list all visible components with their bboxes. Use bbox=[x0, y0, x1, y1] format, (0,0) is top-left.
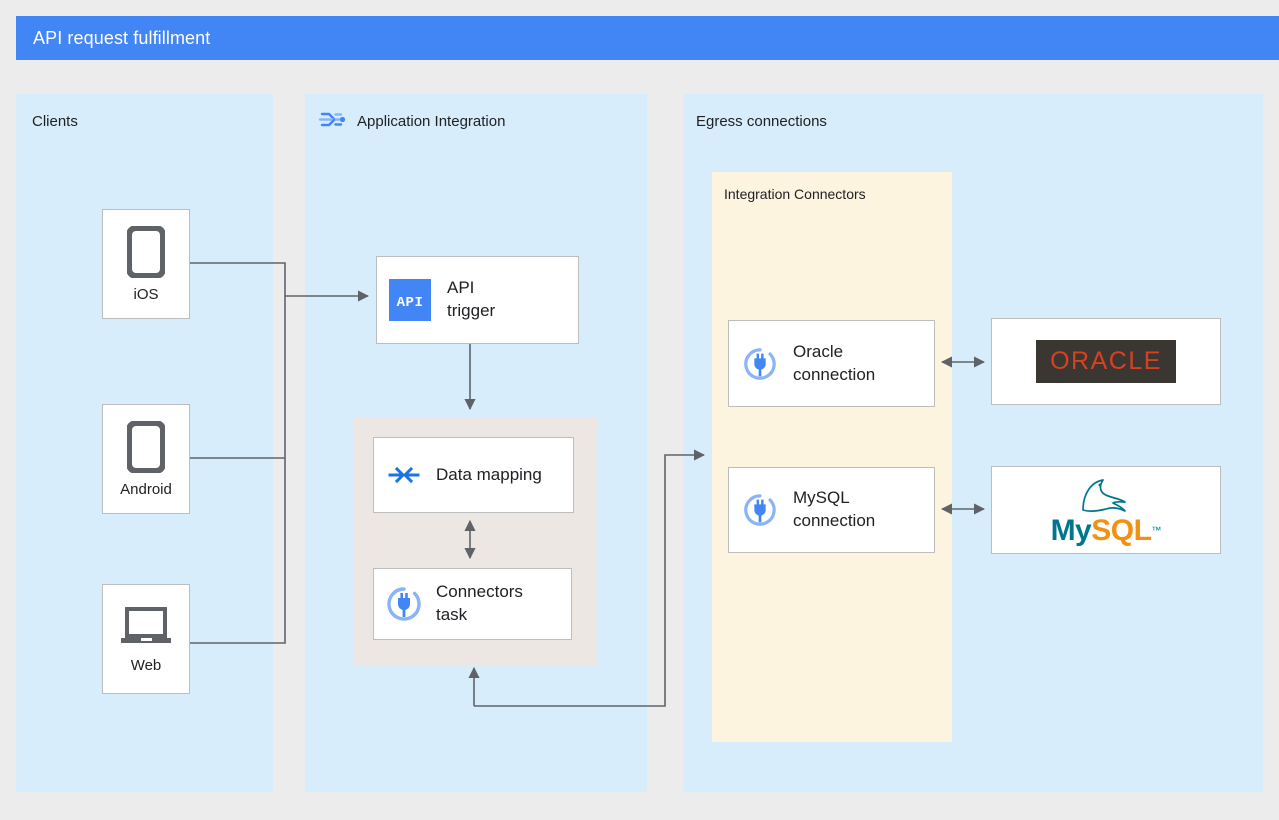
client-label-web: Web bbox=[130, 656, 162, 674]
connectors-plug-icon bbox=[744, 494, 776, 526]
task-card-data-mapping[interactable]: Data mapping bbox=[373, 437, 574, 513]
mysql-dolphin-icon bbox=[1082, 479, 1126, 512]
backend-card-mysql[interactable]: MySQL™ bbox=[991, 466, 1221, 554]
mysql-wordmark-sql: SQL bbox=[1091, 514, 1152, 547]
client-label-android: Android bbox=[120, 480, 172, 498]
application-integration-icon bbox=[318, 112, 346, 127]
connection-label-mysql: MySQL connection bbox=[793, 488, 876, 530]
laptop-icon bbox=[121, 606, 171, 643]
svg-text:API: API bbox=[397, 295, 424, 311]
panel-application-integration-label: Application Integration bbox=[357, 113, 506, 130]
panel-clients-label: Clients bbox=[32, 113, 78, 130]
mobile-phone-icon bbox=[127, 225, 165, 278]
task-card-connectors[interactable]: Connectors task bbox=[373, 568, 572, 640]
connection-card-mysql[interactable]: MySQL connection bbox=[728, 467, 935, 553]
panel-integration-connectors-label: Integration Connectors bbox=[724, 186, 866, 202]
panel-integration-connectors bbox=[712, 172, 952, 742]
mysql-trademark: ™ bbox=[1151, 525, 1162, 537]
connection-card-oracle[interactable]: Oracle connection bbox=[728, 320, 935, 407]
api-trigger-icon: API bbox=[389, 279, 431, 321]
data-mapping-icon bbox=[388, 466, 420, 484]
oracle-logo: ORACLE bbox=[1036, 340, 1176, 383]
task-card-api-trigger[interactable]: API API trigger bbox=[376, 256, 579, 344]
mobile-phone-icon bbox=[127, 420, 165, 473]
connection-label-oracle: Oracle connection bbox=[793, 341, 876, 384]
connectors-plug-icon bbox=[744, 347, 776, 380]
mysql-wordmark-my: My bbox=[1050, 514, 1092, 547]
client-card-android[interactable]: Android bbox=[102, 404, 190, 514]
task-label-data-mapping: Data mapping bbox=[436, 464, 542, 484]
task-label-connectors: Connectors task bbox=[436, 582, 523, 624]
backend-card-oracle[interactable]: ORACLE bbox=[991, 318, 1221, 405]
diagram-header: API request fulfillment bbox=[16, 16, 1279, 60]
oracle-wordmark: ORACLE bbox=[1050, 347, 1162, 375]
panel-egress-connections-label: Egress connections bbox=[696, 113, 827, 130]
client-card-web[interactable]: Web bbox=[102, 584, 190, 694]
connectors-plug-icon bbox=[387, 587, 421, 621]
mysql-logo: MySQL™ bbox=[1050, 474, 1162, 547]
task-label-api-trigger: API trigger bbox=[447, 278, 496, 320]
page-title: API request fulfillment bbox=[33, 27, 211, 48]
client-label-ios: iOS bbox=[133, 285, 159, 303]
client-card-ios[interactable]: iOS bbox=[102, 209, 190, 319]
